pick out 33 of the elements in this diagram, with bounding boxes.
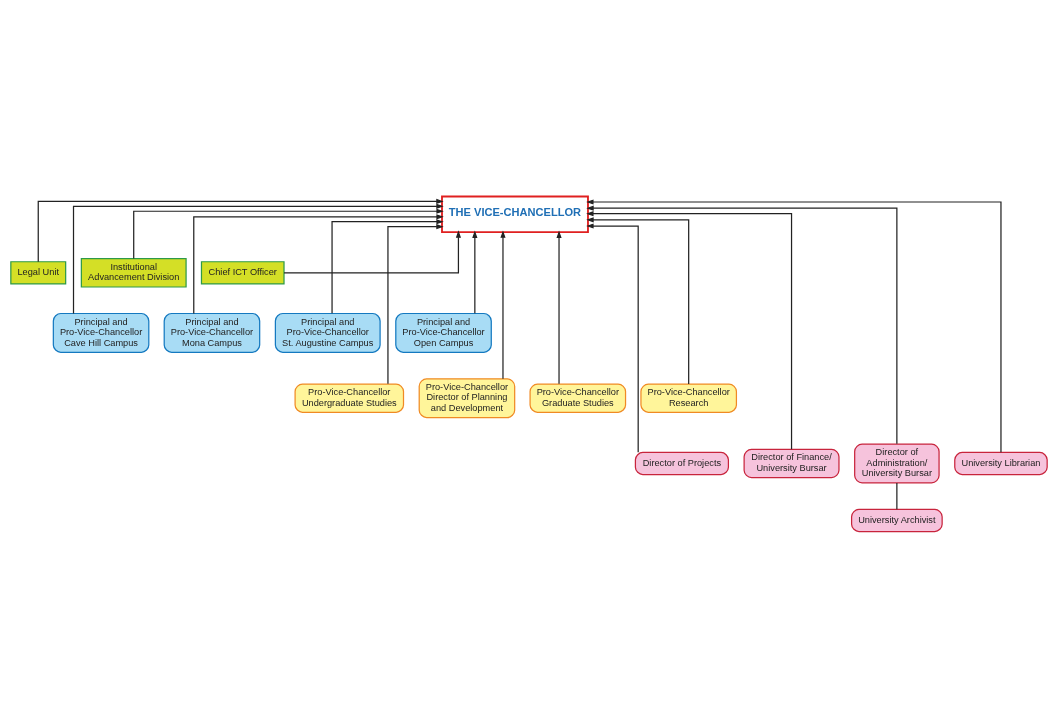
node-box: Pro-Vice-Chancellor Graduate Studies [529,382,627,413]
node-box: University Archivist [851,508,943,532]
arrow [331,218,444,314]
arrow [472,230,478,314]
node-box: Director of Administration/ University Bursar [854,442,940,483]
arrow [586,222,639,453]
node-box: Principal and Pro-Vice-Chancellor St. Augustine Campus [274,312,381,353]
node-box: Pro-Vice-Chancellor Research [640,382,738,413]
arrow [283,229,461,273]
arrow [586,210,793,450]
arrow [37,198,444,262]
node-box: Institutional Advancement Division [80,257,187,288]
node-box: THE VICE-CHANCELLOR [441,195,589,233]
node-box: Legal Unit [10,260,67,285]
node-box: Pro-Vice-Chancellor Director of Planning and Development [418,377,516,418]
node-box: Director of Finance/ University Bursar [743,448,840,478]
arrow [500,229,506,379]
arrow [387,223,444,384]
node-box: University Librarian [954,451,1048,475]
node-box: Director of Projects [634,451,730,475]
arrow [586,198,1002,453]
arrow [193,213,444,314]
connector [896,481,898,510]
arrow [586,216,690,384]
arrow [133,208,444,259]
node-box: Chief ICT Officer [200,260,285,285]
node-box: Pro-Vice-Chancellor Undergraduate Studies [294,382,405,413]
node-box: Principal and Pro-Vice-Chancellor Mona Campus [163,312,261,353]
node-box: Principal and Pro-Vice-Chancellor Open Campus [395,312,492,353]
arrow [556,230,562,384]
node-box: Principal and Pro-Vice-Chancellor Cave Hill Campus [52,312,150,353]
arrow [72,203,444,314]
arrow [586,205,898,444]
